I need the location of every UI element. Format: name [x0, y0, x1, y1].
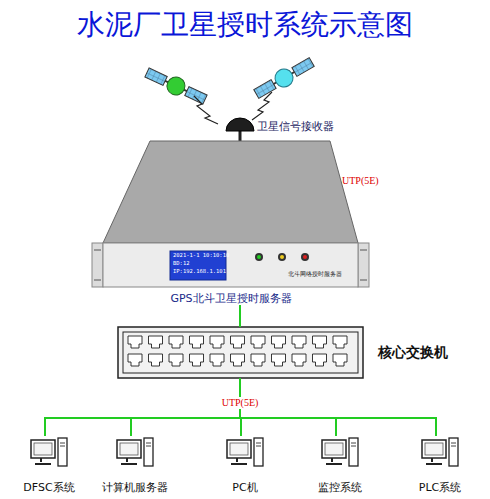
switch-port: [169, 354, 183, 366]
switch-port: [128, 354, 142, 366]
signal-wave: [252, 92, 272, 120]
switch-port: [231, 354, 245, 366]
switch-port: [149, 336, 163, 348]
switch-port: [251, 336, 265, 348]
node-label: GPS北斗卫星授时服务器: [170, 292, 291, 305]
switch-port: [231, 336, 245, 348]
switch-port: [313, 354, 327, 366]
node-label: 核心交换机: [378, 344, 448, 361]
computer-icon: [29, 436, 69, 470]
computer-icon: [115, 436, 155, 470]
network-cable: [240, 378, 436, 436]
switch-port: [210, 336, 224, 348]
receiver-node: 卫星信号接收器: [257, 119, 357, 135]
panel-text: 北斗网络授时服务器: [288, 271, 342, 277]
lcd-text: IP:192.168.1.101: [173, 269, 226, 275]
network-cable: [239, 305, 241, 327]
switch-port: [333, 336, 347, 348]
switch-port: [292, 354, 306, 366]
lcd-text: BD:12: [173, 261, 190, 267]
switch-port: [149, 354, 163, 366]
switch-port: [272, 336, 286, 348]
switch-port: [169, 336, 183, 348]
pc-node: PC机: [200, 436, 290, 494]
cable-label: UTP(5E): [342, 176, 379, 186]
node-label: PLC系统: [419, 481, 461, 494]
switch-port: [128, 336, 142, 348]
antenna-dome: [226, 118, 254, 131]
network-cable: [45, 378, 240, 436]
node-label: 计算机服务器: [102, 481, 168, 494]
node-label: 卫星信号接收器: [257, 120, 334, 133]
switch-body: [118, 327, 363, 378]
switch-node: 核心交换机: [118, 327, 458, 378]
switch-port: [272, 354, 286, 366]
node-label: 监控系统: [318, 481, 362, 494]
node-label: DFSC系统: [23, 481, 74, 494]
computer-icon: [225, 436, 265, 470]
switch-port: [292, 336, 306, 348]
switch-port: [190, 336, 204, 348]
switch-port: [333, 354, 347, 366]
title: 水泥厂卫星授时系统示意图: [0, 6, 490, 44]
server-front: [103, 243, 358, 287]
pc-node: PLC系统: [395, 436, 485, 494]
switch-port: [210, 354, 224, 366]
switch-port: [190, 354, 204, 366]
signal-wave: [194, 96, 218, 124]
server-node: GPS北斗卫星授时服务器: [100, 141, 362, 305]
satellite: [252, 54, 316, 102]
switch-port: [313, 336, 327, 348]
computer-icon: [320, 436, 360, 470]
server-top: [103, 141, 358, 243]
pc-node: 监控系统: [295, 436, 385, 494]
pc-node: 计算机服务器: [90, 436, 180, 494]
computer-icon: [420, 436, 460, 470]
lcd-text: 2021-1-1 10:10:10: [173, 253, 229, 259]
pc-node: DFSC系统: [4, 436, 94, 494]
node-label: PC机: [232, 481, 257, 494]
cable-label: UTP(5E): [220, 397, 261, 409]
switch-port: [251, 354, 265, 366]
